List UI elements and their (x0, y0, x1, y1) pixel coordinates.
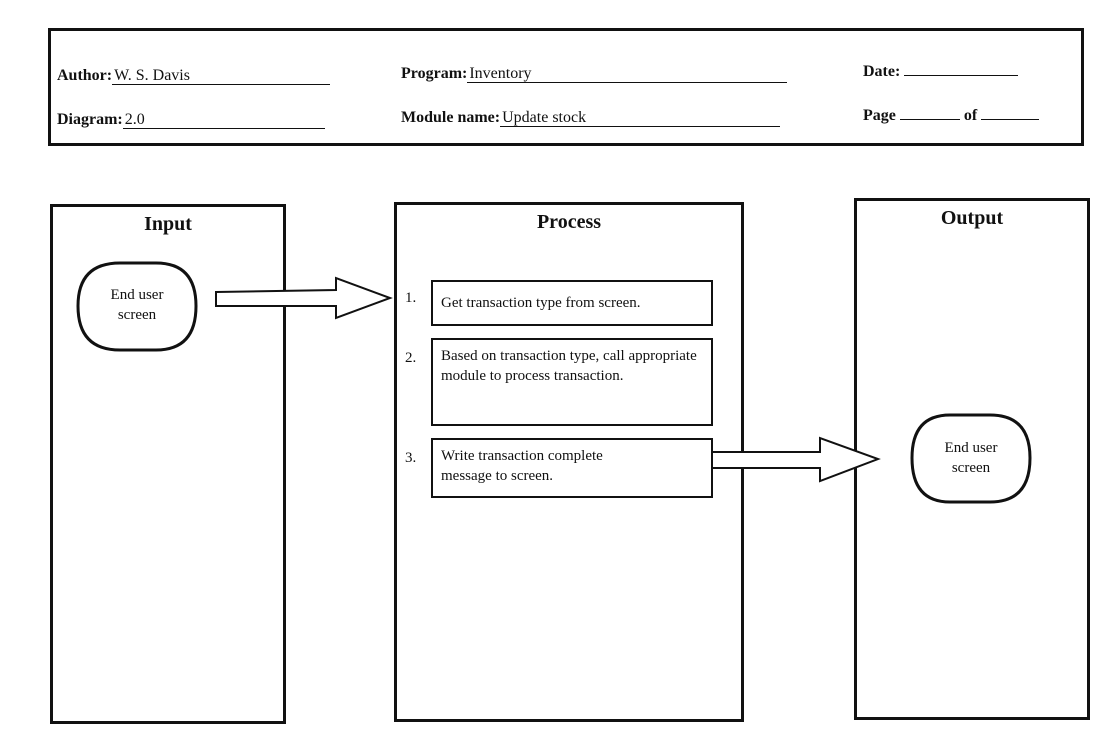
input-to-process-arrow (215, 276, 393, 320)
header-form: Author:W. S. Davis Diagram:2.0 Program:I… (48, 28, 1084, 146)
date-field: Date: (863, 63, 1019, 81)
module-name-field: Module name:Update stock (401, 109, 781, 127)
output-oval-shape (910, 413, 1032, 504)
program-value: Inventory (467, 65, 788, 83)
step-1-number: 1. (405, 290, 417, 306)
output-title: Output (940, 207, 1004, 229)
output-oval-line2: screen (951, 460, 991, 476)
of-value (981, 119, 1040, 120)
input-column: Input (50, 204, 286, 724)
input-oval-line1: End user (110, 287, 164, 303)
author-label: Author: (57, 67, 113, 84)
process-title: Process (536, 211, 602, 233)
step-3-number: 3. (405, 450, 417, 466)
step-2-box: Based on transaction type, call appropri… (431, 338, 713, 426)
module-name-label: Module name: (401, 109, 501, 126)
process-to-output-arrow (699, 436, 881, 483)
input-oval-line2: screen (117, 307, 157, 323)
step-1-box: Get transaction type from screen. (431, 280, 713, 326)
module-name-value: Update stock (500, 109, 781, 127)
author-field: Author:W. S. Davis (57, 67, 331, 85)
page-field: Page of (863, 107, 1040, 125)
input-oval-shape (76, 261, 198, 352)
page-value (899, 119, 960, 120)
author-value: W. S. Davis (112, 67, 331, 85)
diagram-value: 2.0 (122, 111, 325, 129)
page-label: Page (863, 107, 896, 124)
input-title: Input (144, 213, 192, 235)
diagram-field: Diagram:2.0 (57, 111, 325, 129)
output-oval-line1: End user (944, 440, 998, 456)
step-2-number: 2. (405, 350, 417, 366)
of-label: of (963, 107, 978, 124)
program-field: Program:Inventory (401, 65, 788, 83)
program-label: Program: (401, 65, 468, 82)
diagram-label: Diagram: (57, 111, 123, 128)
step-3-box: Write transaction complete message to sc… (431, 438, 713, 498)
date-label: Date: (863, 63, 901, 80)
date-value (904, 75, 1019, 76)
output-oval: End user screen (926, 438, 1016, 478)
input-oval: End user screen (92, 285, 182, 325)
